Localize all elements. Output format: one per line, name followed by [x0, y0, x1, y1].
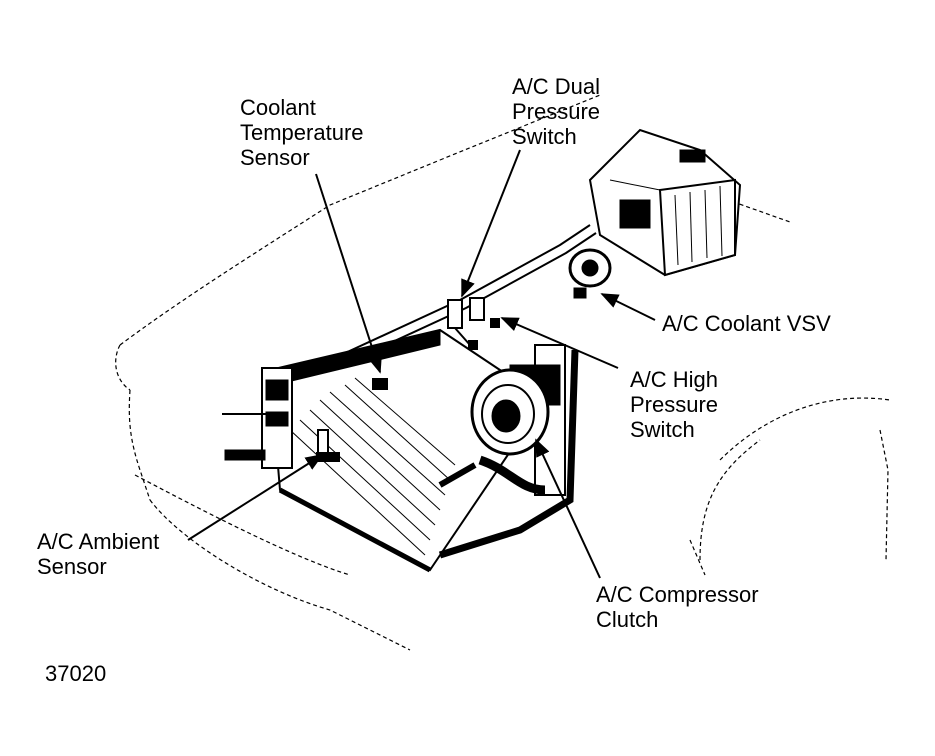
label-ac-dual-pressure-switch: A/C Dual Pressure Switch [512, 74, 601, 149]
coolant-temperature-sensor-part [372, 378, 388, 390]
label-ac-high-pressure-switch: A/C High Pressure Switch [630, 367, 719, 442]
label-ac-ambient-sensor: A/C Ambient Sensor [37, 529, 160, 579]
leader-ac-ambient-sensor [187, 454, 324, 541]
compressor-part [438, 344, 579, 559]
label-coolant-temperature-sensor: Coolant Temperature Sensor [240, 95, 364, 170]
figure-number: 37020 [45, 661, 107, 686]
leader-ac-high-pressure-switch [500, 317, 619, 369]
evaporator-housing-part [568, 128, 742, 299]
leader-ac-compressor-clutch [535, 438, 601, 579]
leader-ac-dual-pressure-switch [461, 149, 521, 298]
leader-ac-coolant-vsv [600, 293, 656, 321]
leader-coolant-temperature-sensor [315, 173, 382, 374]
label-ac-coolant-vsv: A/C Coolant VSV [662, 311, 831, 336]
label-ac-compressor-clutch: A/C Compressor Clutch [596, 582, 759, 632]
refrigerant-lines [329, 224, 597, 369]
pressure-switches-part [447, 297, 500, 350]
leader-lines [187, 149, 656, 579]
